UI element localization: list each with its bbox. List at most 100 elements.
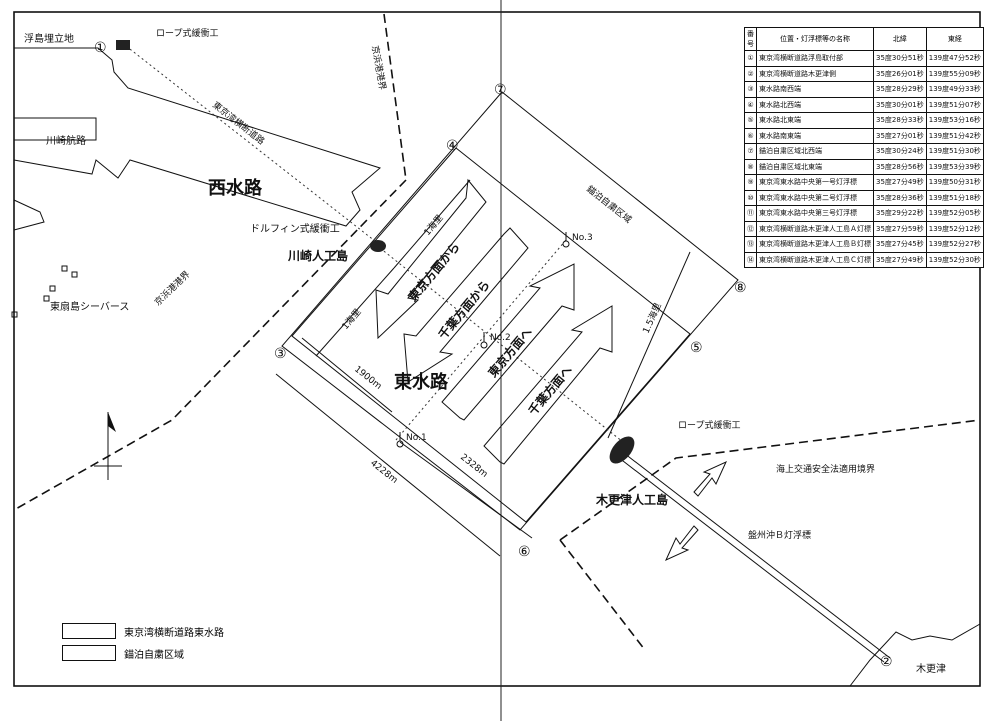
cell-lat: 35度30分24秒 <box>873 143 927 160</box>
cell-lat: 35度27分45秒 <box>873 236 927 253</box>
cell-lon: 139度55分09秒 <box>925 65 984 82</box>
label-trans-tokyo-road: 東京湾横断道路 <box>210 99 267 147</box>
dimension-15nm <box>607 251 691 439</box>
cell-lon: 139度52分12秒 <box>925 220 984 237</box>
cell-lat: 35度28分29秒 <box>873 81 927 98</box>
label-dolphin-buffer: ドルフィン式緩衝工 <box>250 222 340 235</box>
table-header-row: 番号 位置・灯浮標等の名称 北緯 東経 <box>744 27 984 51</box>
cell-lon: 139度47分52秒 <box>925 50 984 67</box>
east-channel-outline <box>291 147 691 523</box>
north-arrow-head <box>108 412 116 432</box>
label-maritime-boundary: 海上交通安全法適用境界 <box>776 463 875 475</box>
dimension-2328m <box>399 441 533 539</box>
cell-lon: 139度51分07秒 <box>925 96 984 113</box>
cell-name: 東水路北西端 <box>756 96 874 113</box>
cell-lat: 35度29分22秒 <box>873 205 927 222</box>
buoy-no2 <box>480 332 488 349</box>
legend-item-east-channel: 東京湾横断道路東水路 <box>62 623 224 639</box>
arrow-to-chiba <box>483 305 613 465</box>
label-anchorage: 錨泊自粛区域 <box>584 183 634 226</box>
cell-lat: 35度30分51秒 <box>873 50 927 67</box>
table-header-lon: 東経 <box>925 27 984 51</box>
cell-lon: 139度52分27秒 <box>925 236 984 253</box>
point-3: ③ <box>274 346 287 362</box>
ukishima-attach-structure <box>116 40 130 50</box>
arrow-from-tokyo <box>375 178 487 340</box>
label-1nm-left: 1海里 <box>339 306 363 332</box>
aqua-bridge-north <box>613 453 885 663</box>
label-rope-buffer-right: ロープ式緩衝工 <box>678 419 740 431</box>
dimension-1nm-top <box>393 179 471 269</box>
cell-lat: 35度26分01秒 <box>873 65 927 82</box>
point-6: ⑥ <box>518 544 531 560</box>
dimension-1900m <box>301 337 393 413</box>
cell-name: 東京湾横断道路木更津人工島Ｃ灯標 <box>756 251 874 268</box>
label-no1: No.1 <box>406 433 427 443</box>
cell-no: ⑫ <box>744 220 757 237</box>
cell-name: 東水路南西端 <box>756 81 874 98</box>
buoy-no1 <box>396 432 404 448</box>
point-5: ⑤ <box>690 340 703 356</box>
cell-name: 東京湾横断道路木更津側 <box>756 65 874 82</box>
label-4228m: 4228m <box>368 458 399 485</box>
cell-name: 東京湾横断道路木更津人工島Ｂ灯標 <box>756 236 874 253</box>
label-keihin-boundary-top: 京浜港港界 <box>369 44 389 90</box>
dimension-4228m <box>275 373 501 557</box>
label-2328m: 2328m <box>458 452 489 479</box>
kisarazu-artificial-island <box>609 436 635 464</box>
cell-no: ⑬ <box>744 236 757 253</box>
label-no3: No.3 <box>572 233 593 243</box>
cell-lat: 35度30分01秒 <box>873 96 927 113</box>
cell-lat: 35度27分59秒 <box>873 220 927 237</box>
cell-no: ⑤ <box>744 112 757 129</box>
legend-label-anchorage: 錨泊自粛区域 <box>124 649 184 661</box>
label-from-tokyo: 東京方面から <box>405 239 463 304</box>
cell-no: ⑧ <box>744 158 757 175</box>
label-kawasaki-route: 川崎航路 <box>46 134 86 147</box>
buoy-no3 <box>562 232 570 248</box>
cell-no: ⑪ <box>744 205 757 222</box>
label-nishi-suiro: 西水路 <box>208 177 263 199</box>
trans-tokyo-road-tunnel <box>125 45 381 246</box>
maritime-boundary-lower <box>559 539 646 651</box>
label-keihin-boundary-left: 京浜港港界 <box>152 268 193 308</box>
traffic-arrow-lower <box>664 525 699 562</box>
reclaimed-land-edge <box>13 199 45 231</box>
keihin-port-boundary-top <box>383 13 407 181</box>
cell-name: 東水路南東端 <box>756 127 874 144</box>
arrow-from-chiba <box>403 227 529 383</box>
cell-name: 東京湾横断道路浮島取付部 <box>756 50 874 67</box>
cell-name: 錨泊自粛区域北東端 <box>756 158 874 175</box>
label-kisarazu: 木更津 <box>916 663 946 675</box>
label-higashi-ogishima: 東扇島シーバース <box>50 300 129 313</box>
cell-lon: 139度52分05秒 <box>925 205 984 222</box>
legend-swatch-anchorage <box>62 645 116 661</box>
cell-lat: 35度27分49秒 <box>873 174 927 191</box>
channel-center-line <box>395 239 567 441</box>
cell-no: ① <box>744 50 757 67</box>
cell-lon: 139度51分30秒 <box>925 143 984 160</box>
table-header-no: 番号 <box>744 27 757 51</box>
table-header-name: 位置・灯浮標等の名称 <box>756 27 874 51</box>
kawasaki-coastline <box>13 47 382 227</box>
kawasaki-artificial-island <box>370 240 386 252</box>
label-ukishima: 浮島埋立地 <box>24 32 74 45</box>
label-kawasaki-island: 川崎人工島 <box>287 248 348 263</box>
point-7: ⑦ <box>494 82 507 98</box>
cell-no: ⑩ <box>744 189 757 206</box>
cell-lon: 139度51分18秒 <box>925 189 984 206</box>
label-1nm-top: 1海里 <box>421 212 445 238</box>
cell-lat: 35度28分36秒 <box>873 189 927 206</box>
cell-no: ⑦ <box>744 143 757 160</box>
cell-no: ⑥ <box>744 127 757 144</box>
